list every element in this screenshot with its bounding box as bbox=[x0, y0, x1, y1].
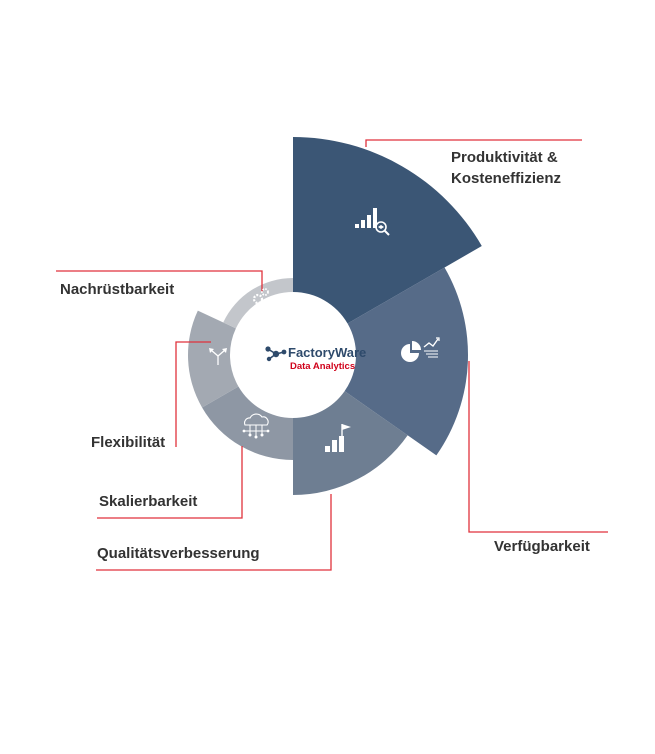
segments-layer bbox=[188, 137, 482, 495]
segment-produktivitaet bbox=[293, 137, 482, 324]
bars-flag-icon bbox=[325, 424, 351, 452]
factoryware-logo: FactoryWare Data Analytics bbox=[265, 345, 366, 372]
label-produktivitaet-line2: Kosteneffizienz bbox=[451, 170, 562, 187]
segment-verfuegbarkeit bbox=[344, 267, 468, 456]
label-produktivitaet: Produktivität & Kosteneffizienz bbox=[451, 147, 561, 189]
leader-line-nachruestbarkeit bbox=[56, 270, 263, 292]
arrows-split-icon bbox=[209, 348, 227, 365]
gears-icon bbox=[252, 288, 269, 305]
bar-chart-magnifier-icon bbox=[355, 208, 390, 236]
brand-name: FactoryWare bbox=[288, 345, 366, 360]
label-verfuegbarkeit: Verfügbarkeit bbox=[494, 538, 590, 555]
segment-nachruestbarkeit bbox=[223, 278, 293, 329]
segment-qualitaet bbox=[293, 391, 408, 495]
leader-line-skalierbarkeit bbox=[97, 446, 243, 519]
cloud-network-icon bbox=[242, 413, 270, 439]
label-flexibilitaet: Flexibilität bbox=[91, 434, 166, 451]
leader-line-qualitaet bbox=[96, 494, 332, 571]
label-nachruestbarkeit: Nachrüstbarkeit bbox=[60, 281, 175, 298]
molecule-logo-icon bbox=[265, 346, 287, 362]
pie-chart-trend-icon bbox=[401, 337, 440, 362]
label-skalierbarkeit: Skalierbarkeit bbox=[99, 493, 198, 510]
segment-flexibilitaet bbox=[188, 310, 239, 408]
leader-line-verfuegbarkeit bbox=[468, 361, 608, 533]
leader-line-flexibilitaet bbox=[175, 341, 211, 447]
icons-layer bbox=[209, 208, 440, 452]
segment-skalierbarkeit bbox=[202, 386, 293, 460]
label-produktivitaet-line1: Produktivität & bbox=[451, 149, 558, 166]
leader-line-produktivitaet bbox=[365, 139, 582, 147]
label-qualitaet: Qualitätsverbesserung bbox=[97, 545, 260, 562]
leader-lines-layer bbox=[56, 139, 608, 571]
brand-tagline: Data Analytics bbox=[290, 361, 355, 372]
